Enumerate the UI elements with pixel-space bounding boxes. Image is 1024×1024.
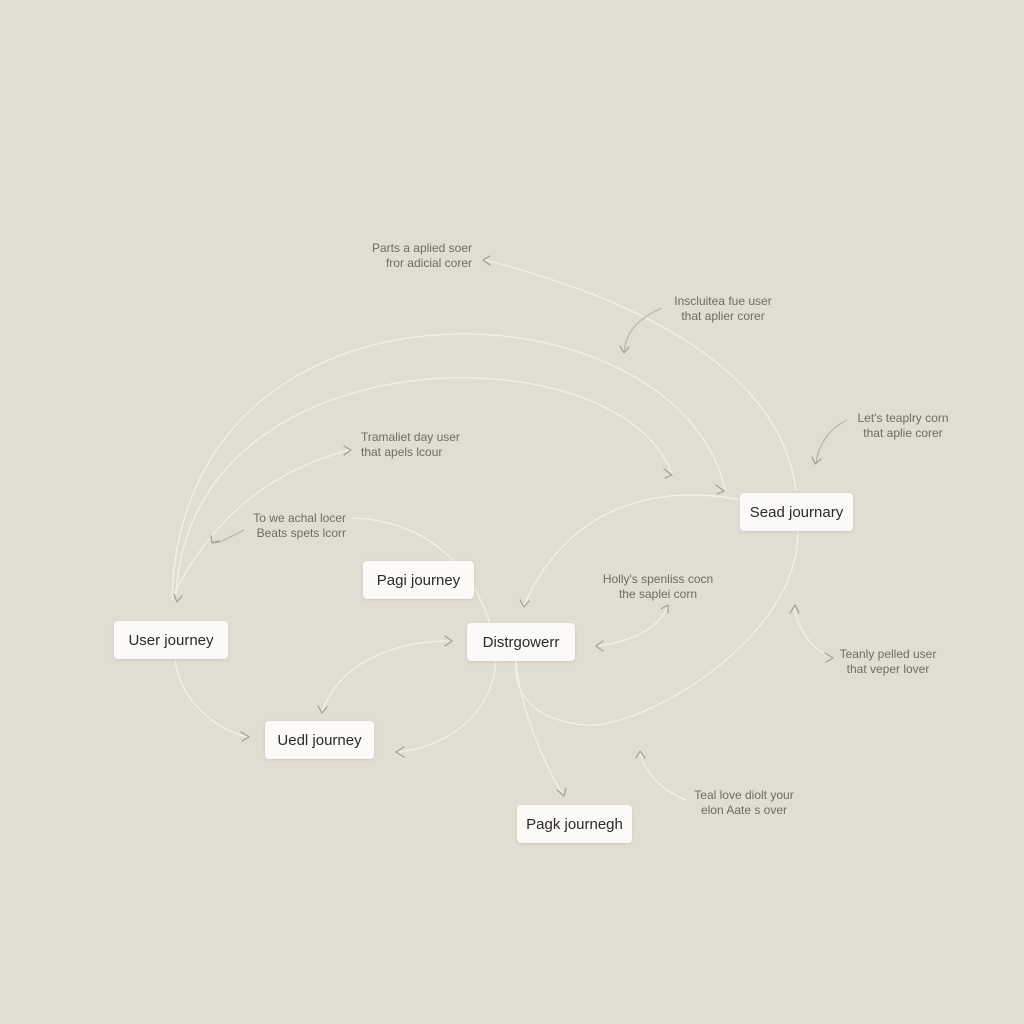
arrowhead-bottom-right-up	[635, 750, 646, 759]
arrowhead-uedl-up	[317, 705, 328, 714]
edge-top-right-note	[623, 307, 663, 353]
arrowhead-distr-center	[595, 640, 604, 652]
arrowhead-sead-to-distr	[519, 599, 530, 608]
arrowhead-uedl-to-distr	[444, 635, 453, 647]
note-bottom-right-line-2: elon Aate s over	[700, 803, 788, 817]
note-top-right-line-2: that aplier corer	[681, 309, 765, 323]
arrowhead-sead-outer	[715, 484, 725, 495]
arrowhead-user-to-uedl	[240, 731, 250, 742]
note-top-left: Parts a aplied soer fror adicial corer	[344, 241, 472, 271]
note-center-line-2: the saplei corn	[618, 587, 698, 601]
arrowhead-top-right-note	[619, 345, 630, 354]
note-top-left-line-2: fror adicial corer	[385, 256, 472, 270]
note-left-line-2: Beats spets lcorr	[256, 526, 346, 540]
arrowhead-right-lower-note	[824, 652, 834, 663]
edge-distr-to-pagk	[515, 659, 564, 796]
note-top-left-line-1: Parts a aplied soer	[371, 241, 472, 255]
edge-pagi-to-distr	[351, 517, 491, 625]
node-distrgowerr[interactable]: Distrgowerr	[467, 623, 575, 661]
edge-user-to-sead-inner	[175, 377, 673, 596]
edge-user-to-sead-outer	[171, 333, 726, 601]
node-pagi-journey[interactable]: Pagi journey	[363, 561, 474, 599]
node-pagk-journegh[interactable]: Pagk journegh	[517, 805, 632, 843]
note-right-lower: Teanly pelled user that veper lover	[823, 647, 953, 677]
edge-user-to-uedl	[174, 659, 249, 738]
note-mid-left-line-1: Tramaliet day user	[361, 430, 460, 444]
arrowhead-right-lower-up	[789, 604, 800, 614]
note-center: Holly's spenliss cocn the saplei corn	[588, 572, 728, 602]
arrowhead-far-right-note	[811, 456, 822, 465]
edge-far-right-note	[815, 419, 848, 464]
arrowhead-distr-to-pagk	[556, 787, 567, 797]
note-top-right: Inscluitea fue user that aplier corer	[658, 294, 788, 324]
arrowhead-mid-left-note	[343, 445, 352, 456]
edge-mid-left-note	[171, 449, 351, 599]
edge-uedl-to-distr	[321, 640, 453, 713]
node-user-journey[interactable]: User journey	[114, 621, 228, 659]
note-right-lower-line-1: Teanly pelled user	[839, 647, 937, 661]
arrowhead-sead-inner	[663, 468, 673, 479]
edge-top-note-sweep	[484, 259, 797, 491]
node-uedl-journey[interactable]: Uedl journey	[265, 721, 374, 759]
edge-bottom-right-note	[639, 751, 687, 801]
node-sead-journary[interactable]: Sead journary	[740, 493, 853, 531]
note-mid-left: Tramaliet day user that apels lcour	[361, 430, 491, 460]
arrowhead-user-top	[173, 593, 183, 603]
note-bottom-right: Teal love diolt your elon Aate s over	[676, 788, 812, 818]
note-mid-left-line-2: that apels lcour	[361, 445, 443, 459]
edge-sead-to-distr	[523, 494, 743, 607]
arrowhead-distr-to-uedl	[395, 746, 405, 758]
edge-center-note	[597, 605, 669, 647]
note-top-right-line-1: Inscluitea fue user	[674, 294, 772, 308]
note-far-right-line-2: that aplie corer	[863, 426, 943, 440]
arrowhead-center-note	[660, 604, 669, 614]
note-far-right-line-1: Let's teaplry corn	[857, 411, 949, 425]
note-left: To we achal locer Beats spets lcorr	[222, 511, 346, 541]
edge-sead-loop	[514, 529, 799, 726]
edge-distr-to-uedl	[397, 659, 497, 753]
note-left-line-1: To we achal locer	[253, 511, 346, 525]
arrowhead-top-left-note	[482, 255, 491, 266]
arrowhead-left-note	[210, 535, 220, 544]
note-center-line-1: Holly's spenliss cocn	[602, 572, 714, 586]
note-far-right: Let's teaplry corn that aplie corer	[838, 411, 968, 441]
note-right-lower-line-2: that veper lover	[846, 662, 930, 676]
note-bottom-right-line-1: Teal love diolt your	[694, 788, 794, 802]
